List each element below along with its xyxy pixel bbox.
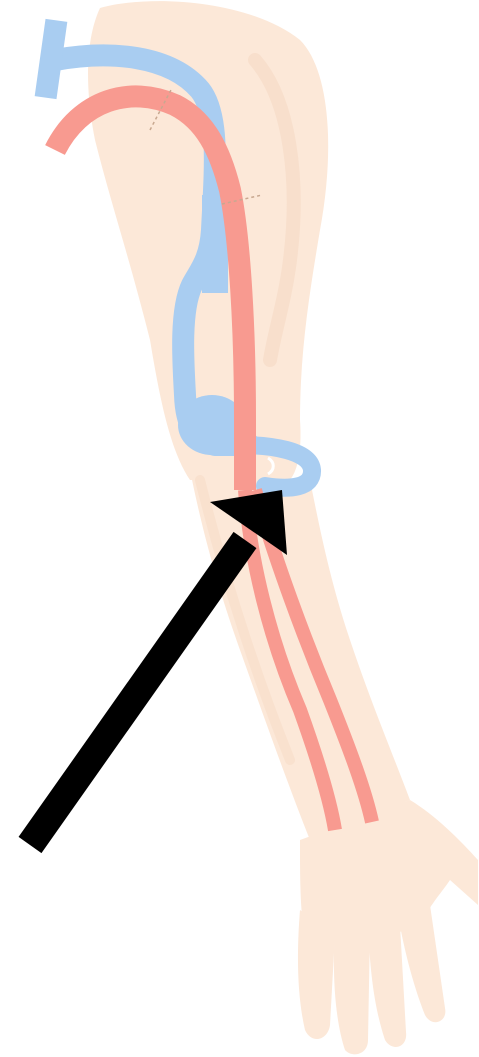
forearm-shape bbox=[190, 470, 410, 840]
finger-shape bbox=[398, 905, 445, 1022]
finger-shape bbox=[368, 925, 406, 1047]
finger-shape bbox=[334, 925, 370, 1054]
arrow-shaft bbox=[30, 540, 245, 845]
